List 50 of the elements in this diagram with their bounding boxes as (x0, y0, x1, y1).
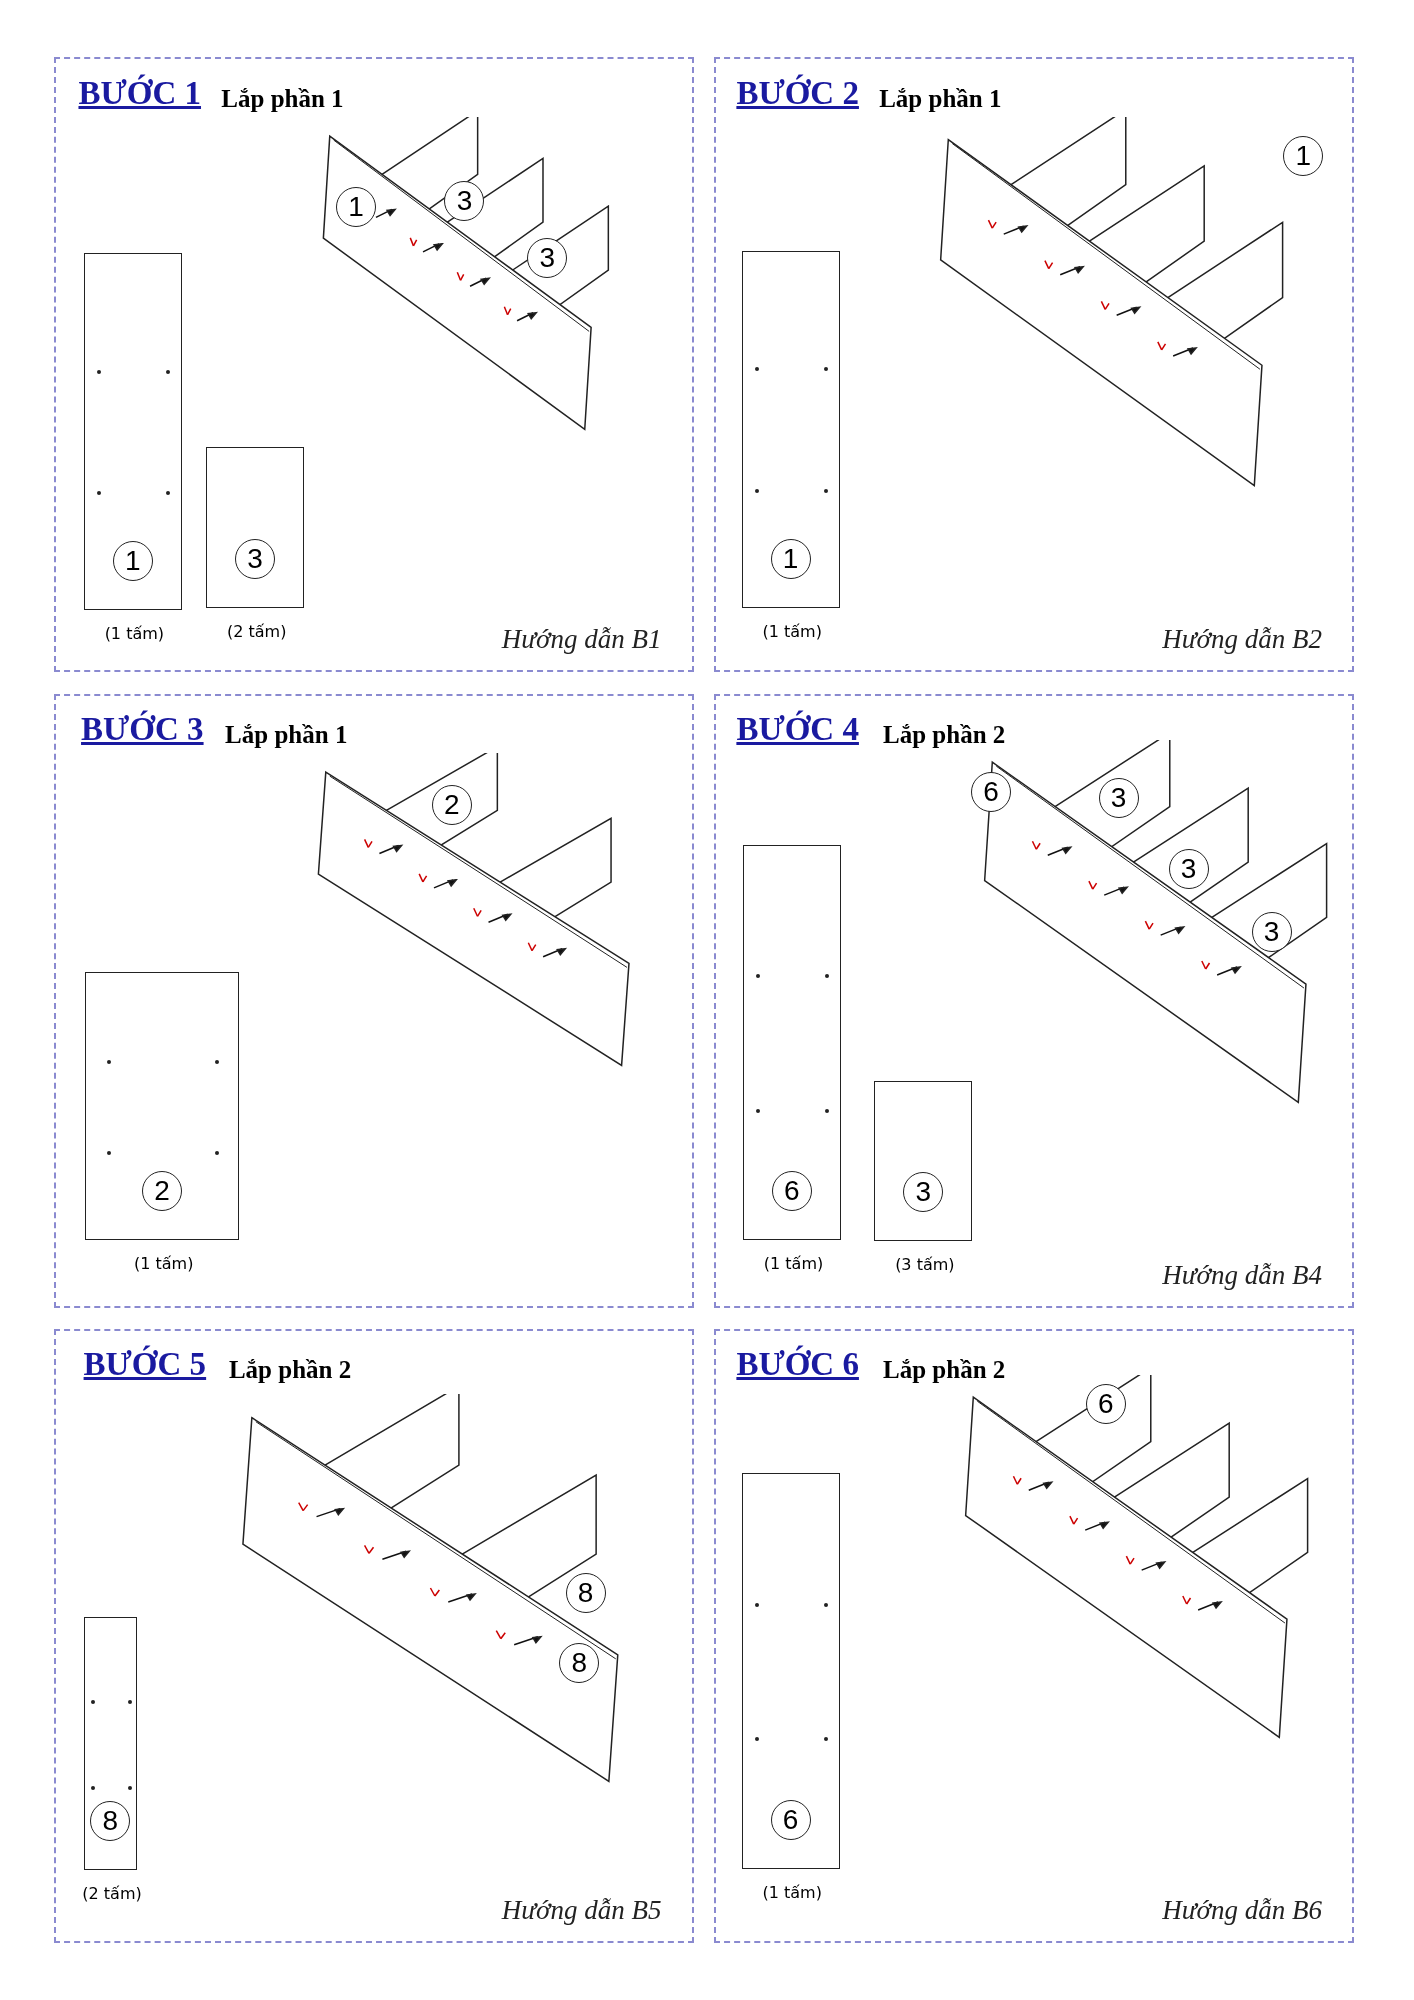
board-part (206, 446, 305, 608)
step-heading: BƯỚC 2 (736, 74, 859, 112)
board-part (741, 1473, 840, 1869)
step-subtitle: Lắp phần 1 (221, 84, 344, 113)
part-number: 6 (771, 1171, 812, 1211)
part-number: 8 (90, 1800, 131, 1841)
board-part (84, 972, 240, 1240)
step-subtitle: Lắp phần 2 (883, 721, 1006, 750)
step-heading: BƯỚC 6 (736, 1345, 859, 1383)
part-number: 3 (903, 1172, 944, 1213)
step-heading: BƯỚC 5 (83, 1345, 207, 1383)
quantity-note: (1 tấm) (763, 1254, 824, 1273)
step-subtitle: Lắp phần 1 (225, 721, 348, 750)
step-subtitle: Lắp phần 1 (879, 84, 1002, 113)
part-number: 2 (142, 1171, 182, 1211)
board-part (83, 1617, 138, 1870)
step-panel (53, 57, 694, 672)
board-part (742, 844, 841, 1240)
board-part (741, 250, 840, 608)
part-number: 6 (770, 1799, 811, 1840)
step-panel (714, 57, 1355, 672)
guide-caption: Hướng dẫn B1 (501, 624, 662, 656)
callout-number: 6 (971, 772, 1011, 813)
board-part (874, 1080, 973, 1242)
quantity-note: (2 tấm) (227, 621, 287, 641)
part-number: 3 (235, 538, 276, 579)
quantity-note: (1 tấm) (762, 621, 822, 641)
callout-number: 1 (1283, 135, 1324, 176)
step-panel (53, 693, 694, 1309)
guide-caption: Hướng dẫn B5 (501, 1895, 662, 1927)
step-heading: BƯỚC 1 (78, 74, 201, 112)
quantity-note: (1 tấm) (104, 624, 165, 644)
quantity-note: (1 tấm) (762, 1882, 822, 1902)
guide-caption: Hướng dẫn B4 (1162, 1260, 1322, 1292)
callout-number: 8 (565, 1572, 606, 1613)
quantity-note: (2 tấm) (82, 1883, 142, 1903)
step-subtitle: Lắp phần 2 (228, 1356, 352, 1385)
guide-caption: Hướng dẫn B6 (1162, 1895, 1322, 1927)
step-heading: BƯỚC 4 (736, 710, 859, 748)
guide-caption: Hướng dẫn B2 (1162, 624, 1322, 656)
quantity-note: (1 tấm) (133, 1254, 194, 1273)
step-panel (714, 693, 1355, 1309)
part-number: 1 (770, 538, 811, 579)
part-number: 1 (112, 541, 153, 582)
step-panel (714, 1328, 1355, 1944)
board-part (83, 253, 182, 611)
step-subtitle: Lắp phần 2 (883, 1356, 1006, 1385)
step-panel (53, 1328, 694, 1944)
quantity-note: (3 tấm) (895, 1255, 955, 1275)
step-heading: BƯỚC 3 (81, 710, 204, 748)
